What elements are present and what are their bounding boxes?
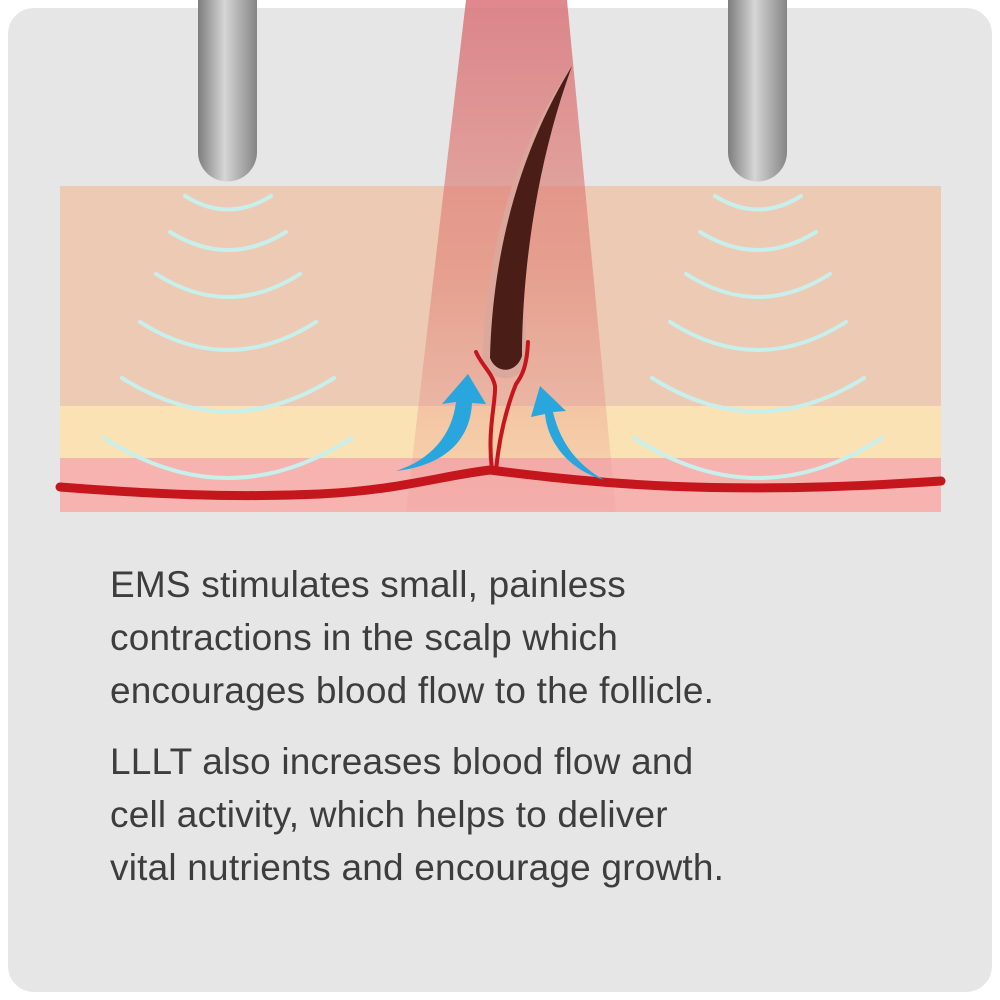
right-ems-waves-icon: [632, 194, 884, 480]
left-ems-waves-icon: [102, 194, 354, 480]
hair-follicle-icon: [482, 66, 572, 379]
left-electrode-icon: [198, 0, 257, 182]
blood-flow-arrow-left-icon: [396, 374, 486, 471]
right-electrode-icon: [728, 0, 787, 182]
blood-flow-arrow-right-icon: [531, 386, 604, 480]
scalp-illustration: [55, 0, 946, 512]
ems-description: EMS stimulates small, painless contracti…: [110, 564, 715, 711]
blood-vessel-icon: [55, 340, 946, 501]
lllt-description: LLLT also increases blood flow and cell …: [110, 741, 725, 888]
